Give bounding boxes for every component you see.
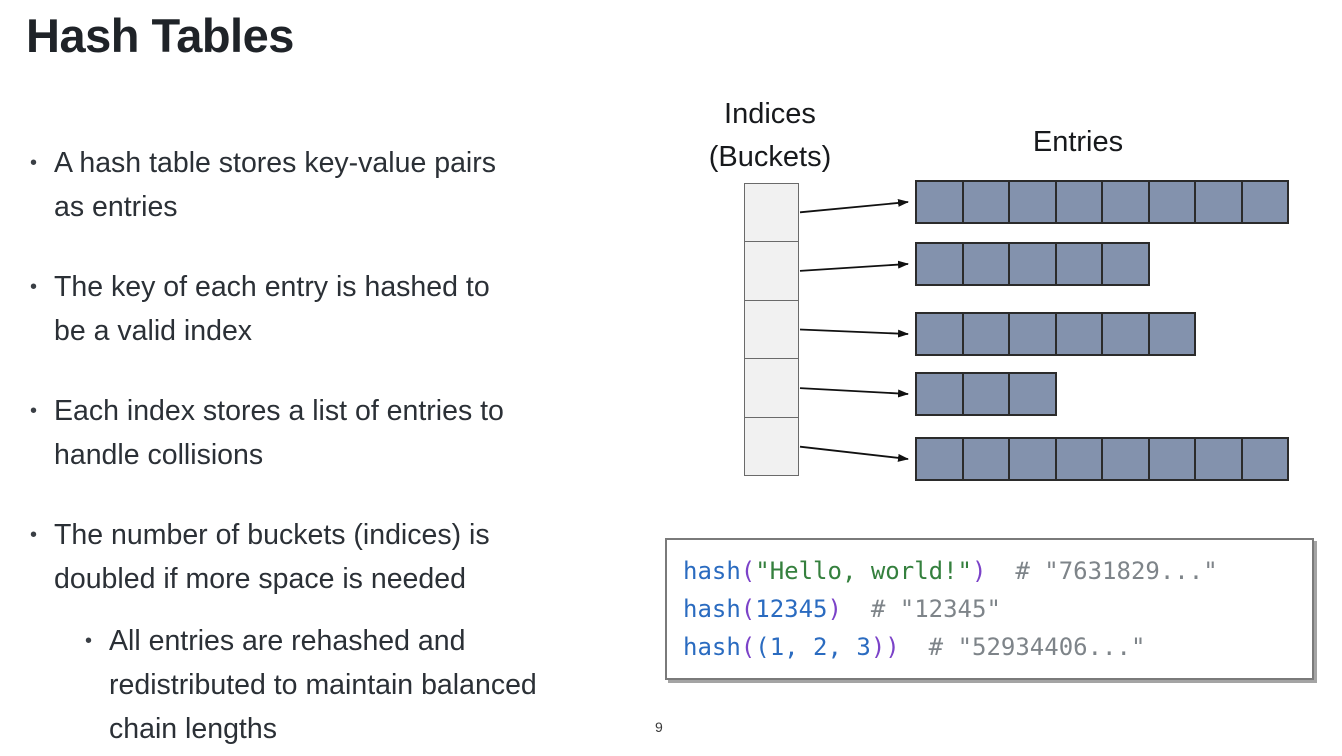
entry-cell xyxy=(961,314,1008,354)
bucket-column xyxy=(744,183,799,476)
bucket-arrow xyxy=(799,260,909,272)
entry-cell xyxy=(1194,439,1241,479)
code-token-func: hash xyxy=(683,633,741,661)
bullet-marker: • xyxy=(30,152,38,174)
bucket-cell xyxy=(745,416,798,475)
entries-label: Entries xyxy=(1032,126,1124,158)
entry-cell xyxy=(917,244,962,284)
entry-cell xyxy=(1240,439,1287,479)
entry-cell xyxy=(917,439,962,479)
entry-cell xyxy=(961,374,1008,414)
entry-cell xyxy=(1147,439,1194,479)
code-token-comment: # "7631829..." xyxy=(986,557,1218,585)
entry-cell xyxy=(1054,439,1101,479)
indices-label-line1: Indices xyxy=(724,98,816,130)
bucket-arrow xyxy=(799,328,909,338)
entry-cell xyxy=(1054,182,1101,222)
page-number: 9 xyxy=(655,719,663,735)
code-token-paren: ) xyxy=(827,595,842,623)
bullet-marker: • xyxy=(85,630,93,652)
code-token-number: 12345 xyxy=(755,595,828,623)
code-token-string: "Hello, world!" xyxy=(755,557,972,585)
code-line: hash("Hello, world!") # "7631829..." xyxy=(683,552,1296,590)
code-token-comment: # "12345" xyxy=(841,595,1001,623)
code-token-inner: ( xyxy=(755,633,770,661)
entry-cell xyxy=(961,439,1008,479)
bucket-cell xyxy=(745,184,798,241)
entry-cell xyxy=(1147,314,1194,354)
code-token-number: 1, 2, 3 xyxy=(769,633,871,661)
entry-cell xyxy=(1101,244,1148,284)
code-line: hash((1, 2, 3)) # "52934406..." xyxy=(683,628,1296,666)
entry-cell xyxy=(1008,182,1055,222)
code-token-paren: ) xyxy=(972,557,987,585)
code-token-comment: # "52934406..." xyxy=(899,633,1146,661)
entry-cell xyxy=(961,182,1008,222)
entry-row xyxy=(915,437,1289,481)
entry-row xyxy=(915,372,1057,416)
code-line: hash(12345) # "12345" xyxy=(683,590,1296,628)
entry-cell xyxy=(1147,182,1194,222)
entry-cell xyxy=(1240,182,1287,222)
code-token-paren: ( xyxy=(740,595,756,623)
entry-cell xyxy=(1054,314,1101,354)
indices-label-line2: (Buckets) xyxy=(708,141,832,173)
code-box: hash("Hello, world!") # "7631829..."hash… xyxy=(665,538,1314,680)
bucket-cell xyxy=(745,299,798,358)
entry-cell xyxy=(917,374,962,414)
bucket-arrow xyxy=(799,198,909,214)
entry-cell xyxy=(1008,439,1055,479)
code-token-func: hash xyxy=(683,595,741,623)
bullet-marker: • xyxy=(30,276,38,298)
entry-cell xyxy=(1054,244,1101,284)
indices-buckets-label: Indices (Buckets) xyxy=(690,93,850,179)
entry-cell xyxy=(1101,314,1148,354)
entry-cell xyxy=(1008,374,1055,414)
code-token-paren: ( xyxy=(740,633,756,661)
bucket-cell xyxy=(745,358,798,416)
code-token-func: hash xyxy=(683,557,741,585)
entry-row xyxy=(915,312,1196,356)
entry-cell xyxy=(1101,182,1148,222)
code-token-paren: ( xyxy=(740,557,756,585)
bucket-arrow xyxy=(799,387,909,398)
entry-cell xyxy=(961,244,1008,284)
entry-cell xyxy=(917,314,962,354)
entry-cell xyxy=(1101,439,1148,479)
entry-cell xyxy=(1008,244,1055,284)
bullet-marker: • xyxy=(30,524,38,546)
bucket-arrow xyxy=(799,445,909,462)
code-token-paren: )) xyxy=(870,633,900,661)
bucket-cell xyxy=(745,241,798,299)
entry-row xyxy=(915,180,1289,224)
entry-row xyxy=(915,242,1150,286)
slide-title: Hash Tables xyxy=(26,9,294,62)
bullet-marker: • xyxy=(30,400,38,422)
entry-cell xyxy=(1194,182,1241,222)
entry-cell xyxy=(917,182,962,222)
entry-cell xyxy=(1008,314,1055,354)
